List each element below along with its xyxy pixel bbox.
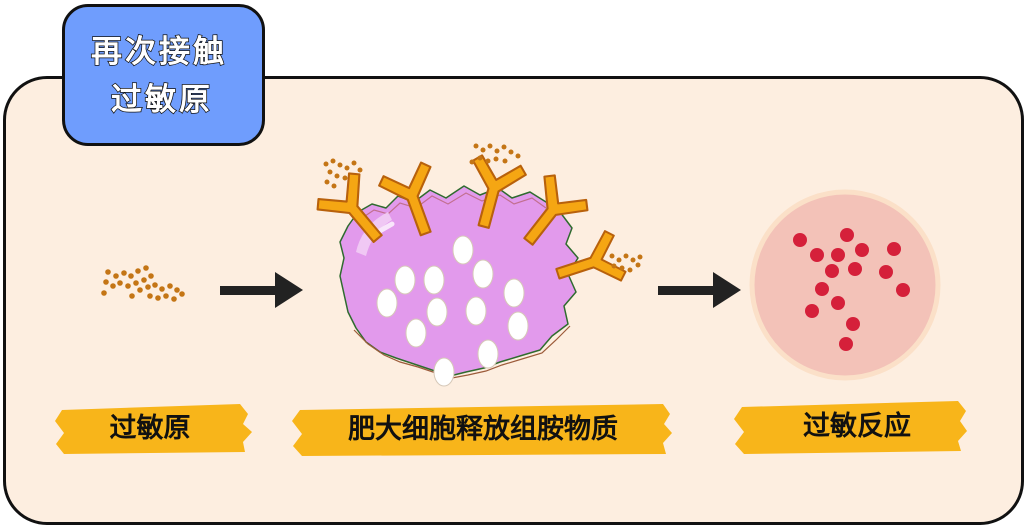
allergen-label: 过敏原 — [109, 413, 191, 444]
mast-cell-label: 肥大细胞释放组胺物质 — [348, 414, 618, 445]
title-line-2: 过敏原 — [110, 82, 213, 118]
arrow-1 — [220, 272, 303, 308]
reaction-circle — [749, 189, 941, 381]
histamine-granules — [376, 235, 529, 387]
title-line-1: 再次接触 — [90, 34, 227, 70]
reaction-label: 过敏反应 — [803, 411, 911, 442]
allergen-label-highlight — [55, 404, 252, 454]
bound-allergens — [323, 143, 643, 273]
allergen-cluster — [101, 265, 185, 302]
mast-cell-label-highlight — [292, 404, 672, 456]
reaction-dots — [793, 228, 910, 351]
reaction-label-highlight — [734, 401, 967, 454]
arrow-2 — [658, 272, 741, 308]
title-box: 再次接触 过敏原 — [62, 4, 265, 146]
label-highlights — [55, 401, 967, 456]
